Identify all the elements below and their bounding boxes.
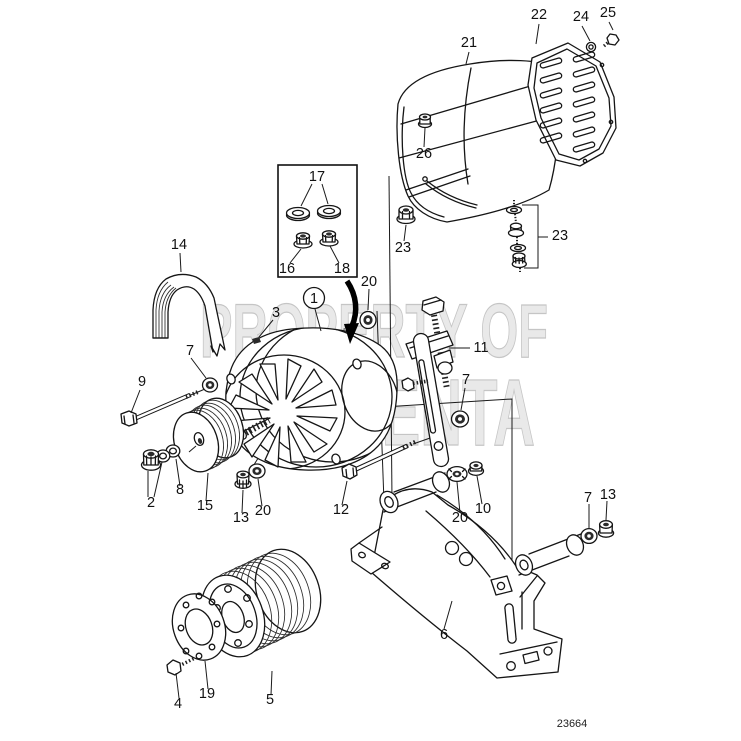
callout-25: 25 [600, 5, 616, 21]
callout-12: 12 [333, 502, 349, 518]
nut-26 [417, 113, 433, 129]
callout-17: 17 [309, 169, 325, 185]
callout-2: 2 [147, 495, 155, 511]
callout-18: 18 [334, 261, 350, 277]
callout-1: 1 [310, 291, 318, 307]
bracket-left-wing [350, 526, 391, 575]
callout-22: 22 [531, 7, 547, 23]
callout-11: 11 [473, 340, 488, 356]
callout-9: 9 [138, 374, 146, 390]
drawing-number: 23664 [557, 718, 588, 730]
callout-7-mid: 7 [462, 372, 470, 388]
nut-13-right [597, 520, 615, 538]
callout-13-mid: 13 [233, 510, 249, 526]
inset-box [277, 164, 358, 278]
washer-7-left [201, 377, 219, 393]
washer-20-mid [248, 463, 266, 479]
callout-7-left: 7 [186, 343, 194, 359]
callout-3: 3 [272, 305, 280, 321]
callout-20-mid: 20 [255, 503, 271, 519]
cover-21 [396, 59, 560, 223]
nut-16 [293, 232, 313, 249]
alternator-1 [225, 327, 398, 471]
callout-15: 15 [197, 498, 213, 514]
callout-1-circle: 1 [302, 286, 326, 332]
callout-20-bracket: 20 [452, 510, 468, 526]
belt-14 [152, 273, 226, 357]
callout-14: 14 [171, 237, 187, 253]
washers-8 [155, 444, 181, 463]
callout-10: 10 [475, 501, 491, 517]
adjuster-bolt [401, 377, 429, 392]
callout-4: 4 [174, 696, 182, 712]
nut-10 [467, 461, 485, 477]
nut-23-left [396, 205, 416, 225]
fan [228, 358, 338, 468]
washer-20-bracket [446, 465, 468, 483]
callout-16: 16 [279, 261, 295, 277]
washer-24 [585, 41, 597, 53]
washers-17 [285, 204, 342, 222]
pulley-15 [172, 397, 245, 473]
flange-19 [171, 592, 227, 661]
callout-13-right: 13 [600, 487, 616, 503]
bolt-12 [341, 439, 417, 480]
washer-7-right [580, 527, 598, 545]
bracket-left-boss [379, 471, 451, 514]
callout-19: 19 [199, 686, 215, 702]
grille-plate-22 [527, 42, 617, 167]
bolt-9 [120, 390, 199, 427]
nut-13-mid [234, 470, 252, 490]
callout-20-top: 20 [361, 274, 377, 290]
callout-6: 6 [440, 627, 448, 643]
callout-24: 24 [573, 9, 589, 25]
cover-wire-clip [422, 176, 478, 209]
louvers [539, 51, 596, 153]
callout-5: 5 [266, 692, 274, 708]
callout-7-right: 7 [584, 490, 592, 506]
callout-8: 8 [176, 482, 184, 498]
callout-26: 26 [416, 146, 432, 162]
washer-20-top [359, 310, 377, 330]
mounting-bracket-6 [350, 471, 585, 679]
nut-18 [319, 230, 339, 247]
callout-23-right: 23 [552, 228, 568, 244]
bracket-right-boss [514, 533, 585, 576]
key-3 [252, 337, 261, 344]
bolt-4 [166, 656, 195, 676]
washer-7-mid [450, 410, 470, 428]
tensioner-arm-11 [401, 296, 454, 468]
leader-lines [130, 21, 614, 699]
callout-23-left: 23 [395, 240, 411, 256]
inset-pointer-arrow [344, 279, 359, 344]
screw-25 [602, 33, 620, 48]
callout-21: 21 [461, 35, 477, 51]
callout-labels: 21 22 24 25 26 23 23 17 16 18 20 3 14 7 … [138, 5, 616, 712]
nut-2 [140, 449, 162, 471]
hardware-stack-23 [505, 200, 548, 272]
